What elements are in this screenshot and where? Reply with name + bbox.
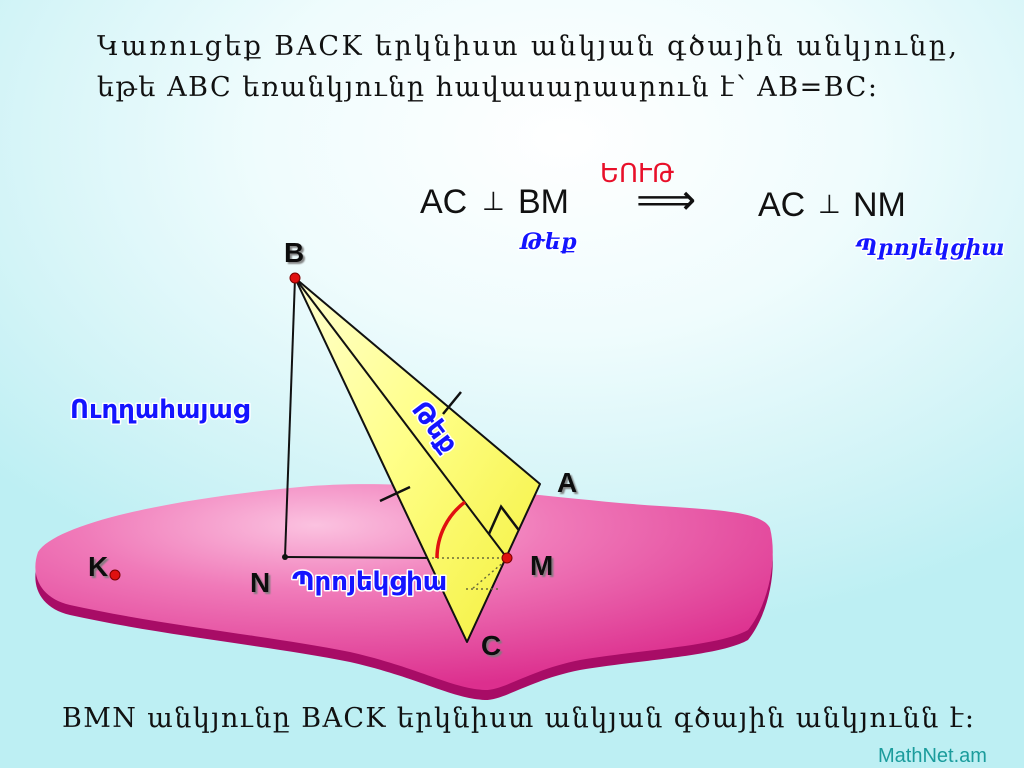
- tick-mark-bc: [379, 485, 411, 503]
- problem-line-2: եթե ABC եռանկյունը հավասարասրուն է՝ AB=B…: [97, 72, 877, 103]
- plane-surface: [35, 484, 773, 690]
- implies-arrow-icon: ⟹: [636, 175, 696, 224]
- point-k-dot: [109, 569, 121, 581]
- premise-left: AC: [420, 183, 467, 221]
- conclusion-text: BMN անկյունը BACK երկնիստ անկյան գծային …: [62, 703, 974, 734]
- point-n-label: N: [250, 567, 270, 598]
- segment-nm-visible: [284, 556, 433, 559]
- segment-bm: [294, 277, 508, 559]
- point-b-label: B: [284, 237, 304, 268]
- plane-k: [35, 484, 773, 700]
- point-k-label: K: [88, 551, 108, 582]
- point-m-label: M: [530, 550, 553, 581]
- point-n-dot: [282, 554, 288, 560]
- theorem-name: ԵՈՒԹ: [600, 159, 674, 189]
- point-c-label: C: [481, 630, 501, 661]
- tick-mark-ba: [442, 391, 462, 415]
- watermark: MathNet.am: [878, 745, 987, 767]
- point-b-dot: [289, 272, 301, 284]
- result-note: Պրոյեկցիա: [855, 235, 1004, 261]
- premise-note: Թեք: [519, 229, 577, 255]
- result-perp-symbol: ⊥: [818, 190, 841, 220]
- segment-bn: [284, 277, 296, 558]
- right-angle-mark: [487, 504, 521, 535]
- angle-bmn-arc: [435, 500, 467, 559]
- perpendicular-label: Ուղղահայաց: [70, 395, 250, 425]
- result-right: NM: [853, 186, 906, 224]
- result-left: AC: [758, 186, 805, 224]
- premise-perp-symbol: ⊥: [482, 187, 505, 217]
- hidden-line-1: [471, 560, 506, 590]
- triangle-bac: [294, 277, 541, 643]
- premise-right: BM: [518, 183, 569, 221]
- projection-label: Պրոյեկցիա: [292, 567, 447, 597]
- problem-line-1: Կառուցեք BACK երկնիստ անկյան գծային անկյ…: [97, 31, 957, 62]
- point-a-label: A: [557, 467, 577, 498]
- point-m-dot: [501, 552, 513, 564]
